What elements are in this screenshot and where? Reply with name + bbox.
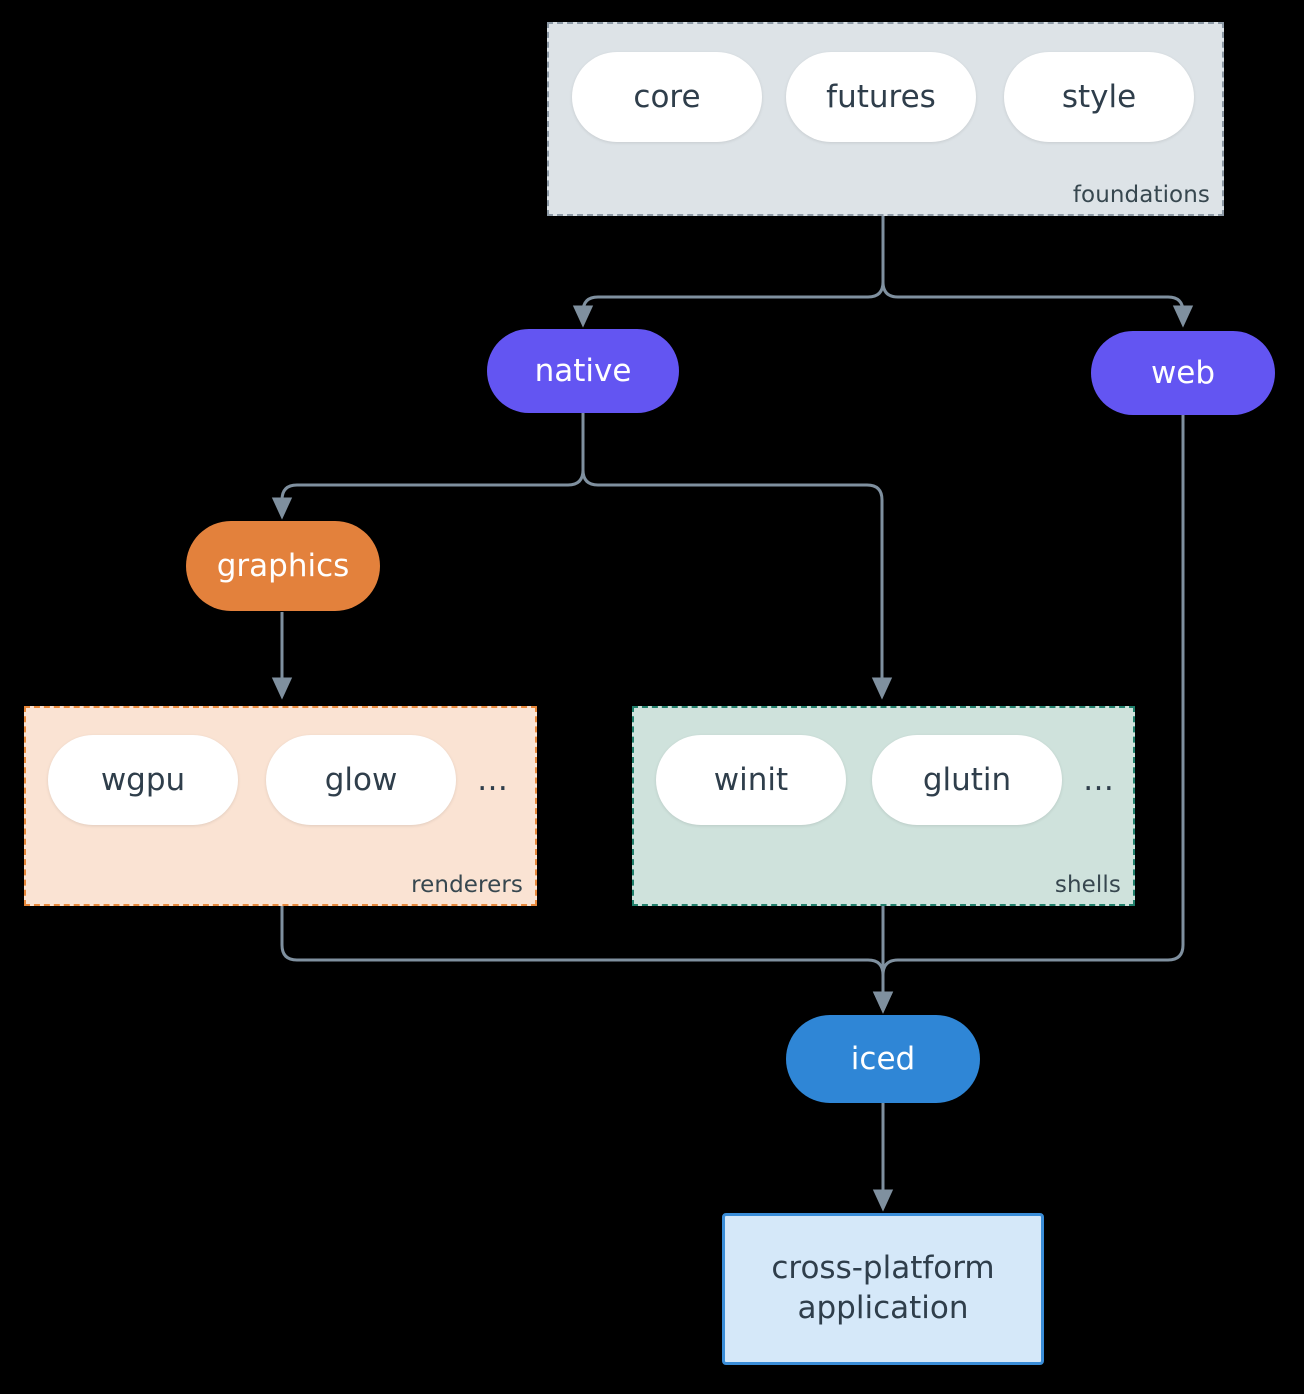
node-native[interactable]: native <box>487 329 679 413</box>
node-shells-more: … <box>1072 735 1126 825</box>
node-native-label: native <box>534 353 632 389</box>
node-wgpu[interactable]: wgpu <box>48 735 238 825</box>
node-winit-label: winit <box>713 762 789 798</box>
node-glutin-label: glutin <box>922 762 1012 798</box>
node-renderers-more: … <box>466 735 520 825</box>
node-glutin[interactable]: glutin <box>872 735 1062 825</box>
node-shells-more-label: … <box>1083 762 1115 798</box>
node-winit[interactable]: winit <box>656 735 846 825</box>
node-web[interactable]: web <box>1091 331 1275 415</box>
node-graphics-label: graphics <box>216 548 350 584</box>
node-application-line2: application <box>797 1290 969 1326</box>
node-application[interactable]: cross-platform application <box>722 1213 1044 1365</box>
node-web-label: web <box>1150 355 1216 391</box>
edge-foundations-native <box>572 216 885 328</box>
node-futures[interactable]: futures <box>786 52 976 142</box>
node-core-label: core <box>633 79 701 115</box>
node-wgpu-label: wgpu <box>100 762 186 798</box>
group-renderers-label: renderers <box>411 872 523 898</box>
node-iced[interactable]: iced <box>786 1015 980 1103</box>
node-futures-label: futures <box>826 79 936 115</box>
edge-native-graphics <box>271 413 585 520</box>
edge-renderers-iced <box>280 906 894 1014</box>
node-style-label: style <box>1061 79 1137 115</box>
edge-native-shells <box>581 413 893 700</box>
node-application-line1: cross-platform <box>771 1250 995 1287</box>
group-foundations-label: foundations <box>1072 182 1210 208</box>
node-style[interactable]: style <box>1004 52 1194 142</box>
node-glow[interactable]: glow <box>266 735 456 825</box>
node-core[interactable]: core <box>572 52 762 142</box>
edge-foundations-web <box>881 216 1194 328</box>
group-shells-label: shells <box>1054 872 1121 898</box>
node-graphics[interactable]: graphics <box>186 521 380 611</box>
node-renderers-more-label: … <box>477 762 509 798</box>
node-iced-label: iced <box>850 1041 916 1077</box>
node-glow-label: glow <box>324 762 398 798</box>
